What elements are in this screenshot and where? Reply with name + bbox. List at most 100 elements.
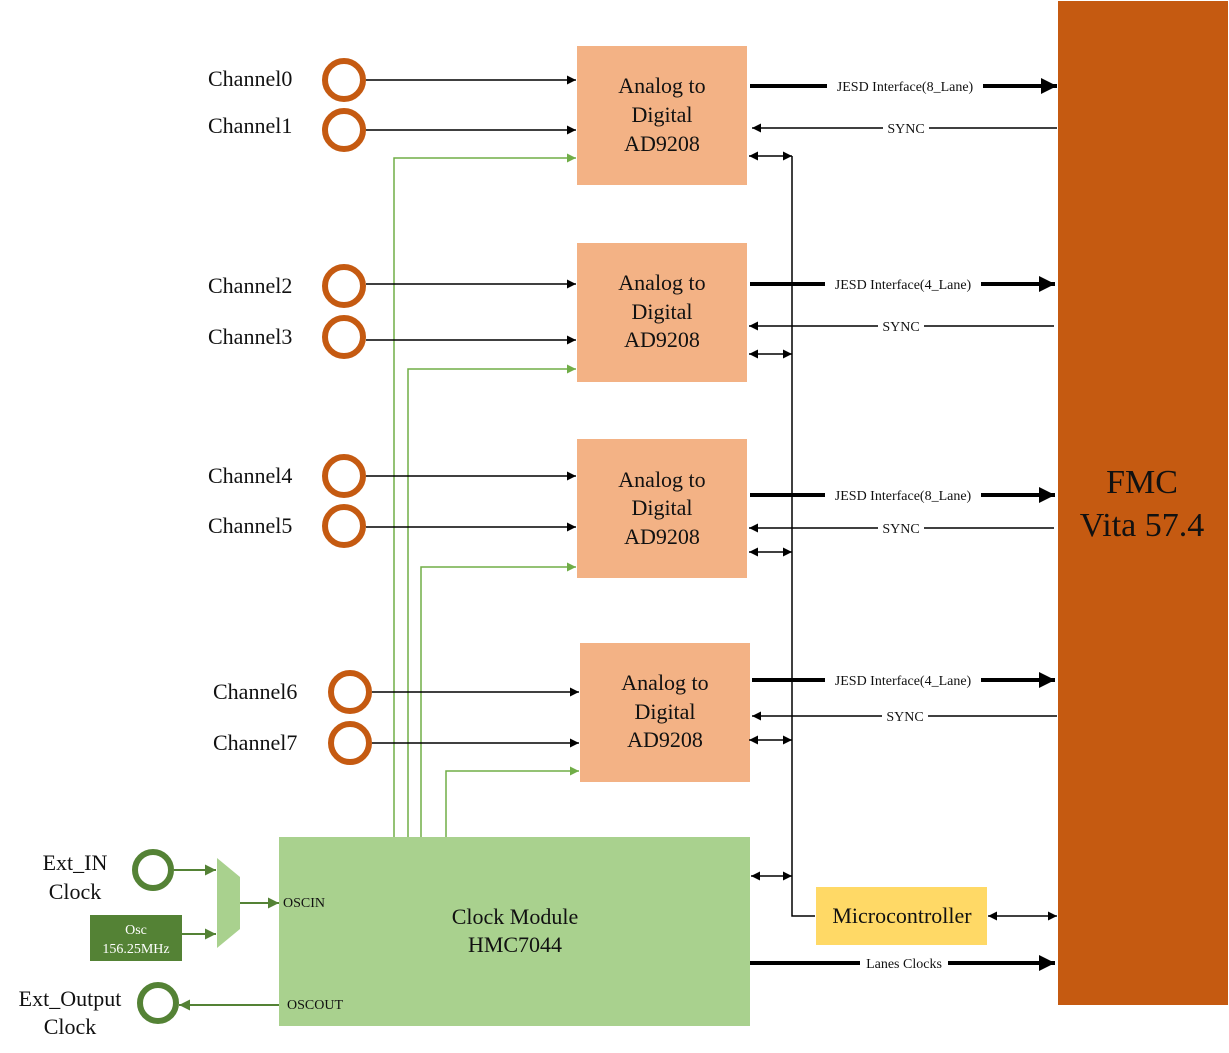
adc-label-line2: Digital <box>634 699 695 724</box>
microcontroller-label: Microcontroller <box>832 903 972 928</box>
osc-label-line1: Osc <box>125 923 147 938</box>
channel-label: Channel0 <box>208 66 292 91</box>
adc-rect <box>577 439 747 578</box>
lanes-clocks-link: Lanes Clocks <box>750 955 1055 972</box>
ext-in-label-line2: Clock <box>49 879 102 904</box>
adc-label-line1: Analog to <box>618 467 705 492</box>
clock-module-block: Clock Module HMC7044 OSCIN OSCOUT <box>279 837 750 1026</box>
fmc-title: FMC <box>1106 464 1178 501</box>
channel-6: Channel6 <box>213 670 579 714</box>
adc-label-line3: AD9208 <box>624 131 700 156</box>
control-bus-line <box>791 156 815 917</box>
jesd-label: JESD Interface(8_Lane) <box>837 80 974 95</box>
channel-label: Channel4 <box>208 463 292 488</box>
sync-label: SYNC <box>886 710 923 725</box>
clock-line-adc2 <box>420 562 576 837</box>
fmc-block: FMC Vita 57.4 <box>1058 1 1228 1005</box>
clock-line-adc1 <box>407 364 576 837</box>
connector-icon <box>322 108 366 152</box>
label-bg <box>860 955 948 971</box>
adc-rect <box>580 643 750 782</box>
connector-icon <box>322 454 366 498</box>
connector-icon <box>322 504 366 548</box>
channel-label: Channel2 <box>208 273 292 298</box>
label-bg <box>825 276 981 292</box>
label-bg <box>883 120 929 136</box>
clock-distribution-lines <box>393 153 579 837</box>
adc-label-line2: Digital <box>631 495 692 520</box>
link-2: JESD Interface(8_Lane) SYNC <box>749 487 1055 537</box>
adc-rect <box>577 243 747 382</box>
label-bg <box>882 708 928 724</box>
connector-icon <box>132 849 174 891</box>
connector-icon <box>322 264 366 308</box>
jesd-label: JESD Interface(8_Lane) <box>835 489 972 504</box>
oscin-label: OSCIN <box>283 896 325 911</box>
fmc-subtitle: Vita 57.4 <box>1080 507 1205 544</box>
connector-icon <box>328 670 372 714</box>
fmc-rect <box>1058 1 1228 1005</box>
microcontroller-block: Microcontroller <box>816 887 987 945</box>
connector-icon <box>322 315 366 359</box>
jesd-label: JESD Interface(4_Lane) <box>835 278 972 293</box>
adc-label-line1: Analog to <box>621 670 708 695</box>
clock-line-adc3 <box>445 766 579 837</box>
label-bg <box>825 672 981 688</box>
ext-in-label-line1: Ext_IN <box>43 850 108 875</box>
ext-in-clock: Ext_IN Clock <box>43 849 216 904</box>
adc-label-line3: AD9208 <box>624 524 700 549</box>
channel-3: Channel3 <box>208 315 576 359</box>
osc-label-line2: 156.25MHz <box>102 942 169 957</box>
adc-label-line3: AD9208 <box>627 727 703 752</box>
clock-module-rect <box>279 837 750 1026</box>
link-1: JESD Interface(4_Lane) SYNC <box>749 276 1055 335</box>
adc-block-3: Analog to Digital AD9208 <box>580 643 750 782</box>
channel-7: Channel7 <box>213 721 579 765</box>
mux-shape <box>217 858 240 948</box>
sync-label: SYNC <box>882 522 919 537</box>
channel-4: Channel4 <box>208 454 576 498</box>
lanes-clocks-label: Lanes Clocks <box>866 957 942 972</box>
adc-rect <box>577 46 747 185</box>
adc-label-line1: Analog to <box>618 270 705 295</box>
control-bus <box>749 151 1057 921</box>
clock-module-part: HMC7044 <box>468 932 562 957</box>
channel-label: Channel5 <box>208 513 292 538</box>
oscillator: Osc 156.25MHz <box>90 915 216 961</box>
channel-label: Channel3 <box>208 324 292 349</box>
clock-module-title: Clock Module <box>452 904 579 929</box>
microcontroller-rect <box>816 887 987 945</box>
clock-mux <box>217 858 279 948</box>
channel-label: Channel7 <box>213 730 297 755</box>
jesd-label: JESD Interface(4_Lane) <box>835 674 972 689</box>
channel-label: Channel1 <box>208 113 292 138</box>
adc-block-1: Analog to Digital AD9208 <box>577 243 747 382</box>
channel-0: Channel0 <box>208 58 576 102</box>
adc-label-line2: Digital <box>631 102 692 127</box>
adc-label-line1: Analog to <box>618 73 705 98</box>
adc-label-line3: AD9208 <box>624 327 700 352</box>
link-0: JESD Interface(8_Lane) SYNC <box>750 78 1057 137</box>
label-bg <box>827 78 983 94</box>
channel-1: Channel1 <box>208 108 576 152</box>
osc-rect <box>90 915 182 961</box>
label-bg <box>825 487 981 503</box>
ext-output-label-line1: Ext_Output <box>19 986 122 1011</box>
label-bg <box>878 520 924 536</box>
ext-output-clock: Ext_Output Clock <box>19 982 279 1039</box>
sync-label: SYNC <box>887 122 924 137</box>
channel-label: Channel6 <box>213 679 297 704</box>
ext-output-label-line2: Clock <box>44 1014 97 1039</box>
adc-block-0: Analog to Digital AD9208 <box>577 46 747 185</box>
connector-icon <box>328 721 372 765</box>
connector-icon <box>137 982 179 1024</box>
adc-label-line2: Digital <box>631 299 692 324</box>
channel-2: Channel2 <box>208 264 576 308</box>
clock-line-adc0 <box>393 153 576 837</box>
sync-label: SYNC <box>882 320 919 335</box>
adc-block-2: Analog to Digital AD9208 <box>577 439 747 578</box>
link-3: JESD Interface(4_Lane) SYNC <box>752 672 1057 725</box>
oscout-label: OSCOUT <box>287 998 343 1013</box>
connector-icon <box>322 58 366 102</box>
